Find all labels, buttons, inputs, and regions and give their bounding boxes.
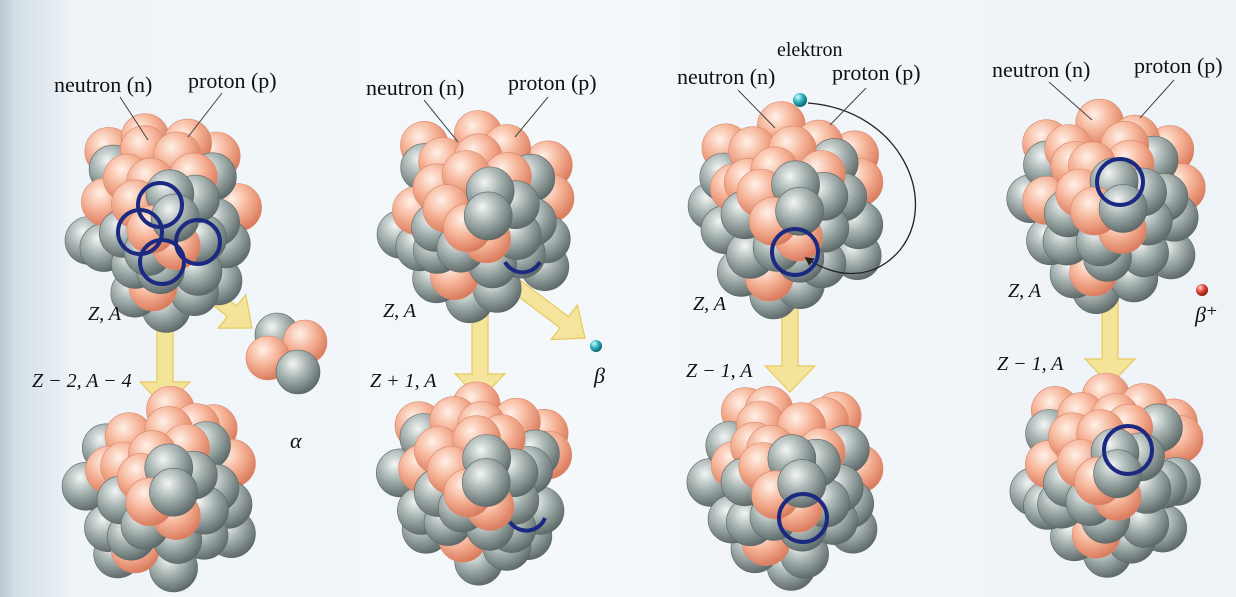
proton-label-1: proton (p): [188, 68, 277, 93]
daughter-nucleus-3: [686, 385, 884, 591]
neutron-ball: [275, 349, 321, 395]
daughter-label-2: Z + 1, A: [370, 370, 437, 392]
neutron-label-2: neutron (n): [366, 75, 464, 100]
proton-leader-3: [829, 87, 867, 126]
daughter-label-1: Z − 2, A − 4: [32, 370, 132, 392]
neutron-label-4: neutron (n): [992, 57, 1090, 82]
marks-layer: [116, 79, 1208, 544]
daughter-nucleus-2: [375, 381, 573, 586]
parent-label-4: Z, A: [1008, 280, 1042, 302]
positron: [1196, 284, 1208, 296]
beta-label: β: [593, 363, 605, 388]
captured-electron: [793, 93, 807, 107]
parent-label-2: Z, A: [383, 300, 417, 322]
beta-converted-ring: [503, 260, 542, 275]
parent-nucleus-3: [687, 101, 884, 320]
beta-emission-arrow: [509, 278, 586, 341]
capture-proton-ring: [770, 227, 820, 277]
beta-new-proton-ring: [508, 517, 547, 533]
neutron-ball: [1098, 184, 1148, 233]
capture-neutron-ring: [777, 492, 829, 544]
neutron-ball: [149, 467, 198, 517]
proton-leader-4: [1139, 79, 1175, 119]
parent-label-1: Z, A: [88, 303, 122, 325]
daughter-nucleus-4: [1009, 372, 1204, 578]
daughter-label-4: Z − 1, A: [997, 353, 1064, 375]
proton-label-2: proton (p): [508, 70, 597, 95]
parent-nucleus-4: [1006, 98, 1206, 315]
proton-leader-1: [187, 92, 223, 138]
labels-layer: neutron (n) proton (p) Z, A Z − 2, A − 4 α ne…: [32, 39, 1223, 453]
neutron-leader-3: [737, 89, 776, 129]
positron-label: β⁺: [1194, 302, 1218, 327]
alpha-label: α: [290, 428, 302, 453]
beta-electron: [590, 340, 602, 352]
neutron-label-1: neutron (n): [54, 72, 152, 97]
parent-nucleus-2: [376, 110, 575, 324]
positron-proton-ring: [1095, 157, 1145, 207]
alpha-particle: [245, 312, 328, 395]
neutron-ball: [461, 458, 511, 507]
neutron-ball: [775, 187, 824, 236]
parent-label-3: Z, A: [693, 293, 727, 315]
nuclei-layer: [61, 98, 1206, 593]
alpha-cluster-ring-d: [138, 238, 186, 286]
electron-label: elektron: [777, 39, 843, 61]
proton-label-4: proton (p): [1134, 53, 1223, 78]
capture-path-arrow: [804, 102, 917, 275]
neutron-ball: [463, 191, 513, 241]
neutron-leader-1: [119, 96, 149, 141]
alpha-cluster-ring-c: [174, 218, 222, 266]
parent-nucleus-1: [64, 113, 262, 333]
positron-neutron-ring: [1102, 424, 1154, 476]
neutron-leader-4: [1048, 81, 1093, 121]
daughter-nucleus-1: [61, 385, 256, 593]
proton-label-3: proton (p): [832, 60, 921, 85]
proton-leader-2: [514, 96, 549, 138]
neutron-leader-2: [423, 99, 459, 143]
daughter-label-3: Z − 1, A: [686, 360, 753, 382]
neutron-label-3: neutron (n): [677, 64, 775, 89]
